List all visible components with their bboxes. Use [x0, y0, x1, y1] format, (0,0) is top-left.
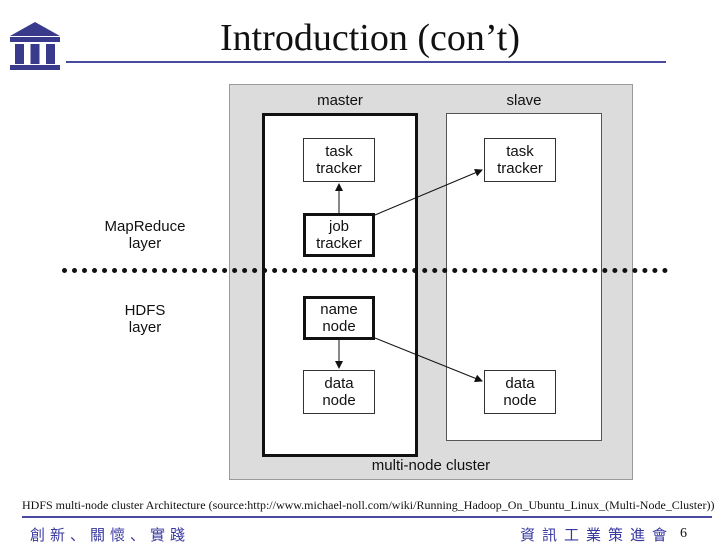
- layer-divider: [62, 268, 668, 273]
- mapreduce-layer-label: MapReduce layer: [104, 218, 186, 252]
- job-tracker-node: job tracker: [303, 213, 375, 257]
- cluster-label: multi-node cluster: [371, 457, 491, 474]
- title-rule: [66, 61, 666, 63]
- page-title: Introduction (con’t): [219, 17, 521, 59]
- figure-caption: HDFS multi-node cluster Architecture (so…: [22, 498, 715, 512]
- page-number: 6: [680, 526, 687, 541]
- master-task-tracker-node: task tracker: [303, 138, 375, 182]
- name-node: name node: [303, 296, 375, 340]
- footer-slogan: 創新、關懷、實踐: [30, 526, 191, 544]
- hdfs-layer-label: HDFS layer: [124, 302, 166, 336]
- footer-organization: 資訊工業策進會: [520, 526, 675, 544]
- footer-rule: [22, 516, 712, 518]
- pillars-logo-icon: [8, 20, 62, 72]
- slave-task-tracker-node: task tracker: [484, 138, 556, 182]
- master-data-node: data node: [303, 370, 375, 414]
- master-label: master: [317, 92, 363, 109]
- slave-label: slave: [506, 92, 542, 109]
- slave-data-node: data node: [484, 370, 556, 414]
